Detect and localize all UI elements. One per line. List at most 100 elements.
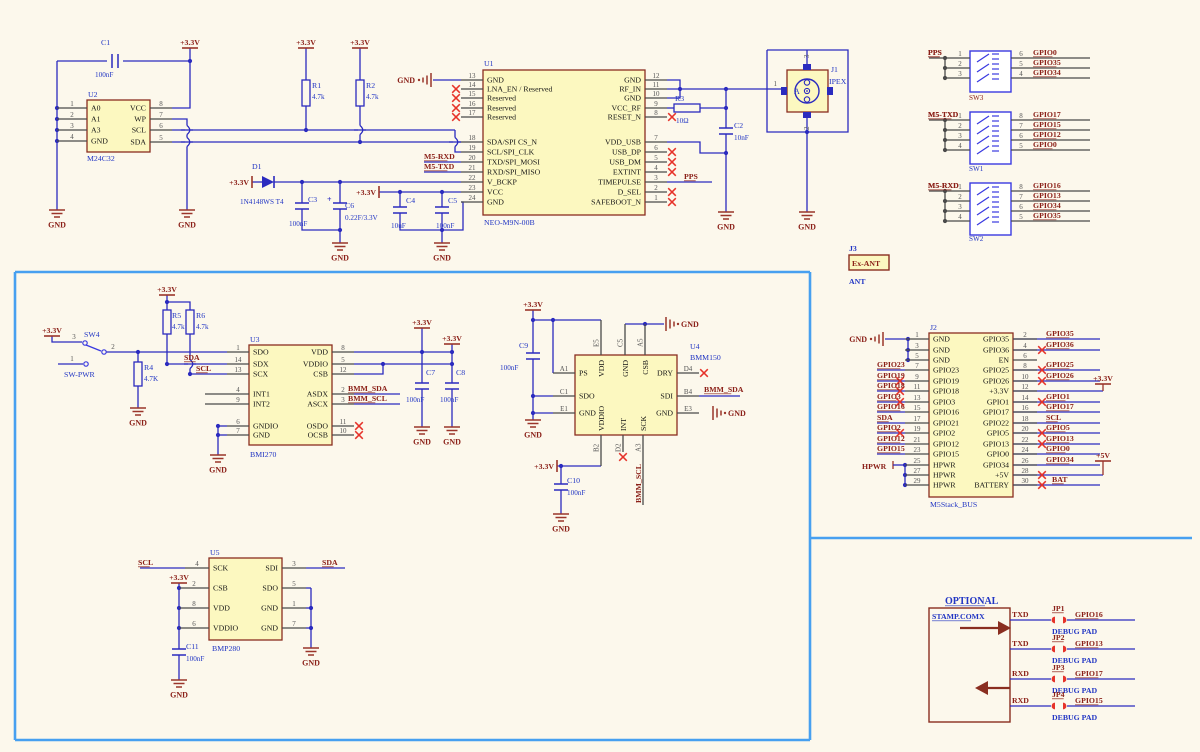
pin-name-CSB: CSB xyxy=(313,370,328,379)
pin-name-USB_DP: USB_DP xyxy=(612,148,642,157)
switch-lever-icon xyxy=(976,135,990,145)
no-connect-x xyxy=(667,167,677,177)
power-symbol: +3.3V xyxy=(180,38,200,49)
wire xyxy=(451,112,461,122)
gnd-symbol: GND xyxy=(209,454,227,475)
net-label-TXD: TXD xyxy=(1012,639,1029,648)
pin-num: 15 xyxy=(914,404,922,412)
net-label-GPIO2: GPIO2 xyxy=(877,423,901,432)
pin-num: 1 xyxy=(292,600,296,608)
capacitor-C6: +C60.22F/3.3V xyxy=(327,195,379,222)
pin-name-SDX: SDX xyxy=(253,360,269,369)
junction-dot xyxy=(164,361,170,367)
value-R6: 4.7k xyxy=(196,323,209,331)
gnd-symbol-side: GND xyxy=(849,332,884,346)
arrow-right-icon xyxy=(998,621,1011,635)
pin-num: 2 xyxy=(111,343,115,351)
ipex-pad xyxy=(803,64,811,70)
net-label-M5-RXD: M5-RXD xyxy=(928,181,959,190)
gnd-label: GND xyxy=(433,254,451,263)
gnd-label: GND xyxy=(48,221,66,230)
hop-arc xyxy=(359,124,364,136)
net-label-GPIO0: GPIO0 xyxy=(1033,140,1057,149)
junction-dot xyxy=(804,129,810,135)
pin-name-VCC_RF: VCC_RF xyxy=(612,104,642,113)
part-U4: BMM150 xyxy=(690,353,721,362)
wire xyxy=(618,452,628,462)
pin-num: 10 xyxy=(340,427,348,435)
pin-num: 20 xyxy=(469,154,477,162)
pin-num: 7 xyxy=(236,427,240,435)
gnd-label: GND xyxy=(728,409,746,418)
net-label-BMM_SCL: BMM_SCL xyxy=(348,394,387,403)
value-R2: 4.7k xyxy=(366,93,379,101)
switch-lever-icon xyxy=(976,73,990,83)
text-OPTIONAL: OPTIONAL xyxy=(945,596,999,607)
pin-num: 10 xyxy=(1022,373,1030,381)
pin-name-HPWR: HPWR xyxy=(933,471,956,480)
chip-body-J2 xyxy=(928,332,1014,498)
ref-C5: C5 xyxy=(448,196,457,205)
pin-name-VDD_USB: VDD_USB xyxy=(605,138,641,147)
pin-num: 9 xyxy=(654,100,658,108)
pin-num: 3 xyxy=(70,122,74,130)
no-connect-x xyxy=(667,112,677,122)
debug-pad-label: DEBUG PAD xyxy=(1052,686,1097,695)
net-label-GPIO35: GPIO35 xyxy=(1033,211,1061,220)
power-label: +3.3V xyxy=(356,188,376,197)
power-symbol: +3.3V xyxy=(350,38,370,49)
net-label-GPIO23: GPIO23 xyxy=(877,360,905,369)
pin-name-GND: GND xyxy=(253,431,270,440)
gnd-dot xyxy=(723,411,727,415)
pin-num: 18 xyxy=(1022,415,1030,423)
no-connect-x xyxy=(451,112,461,122)
resistor-R2: R24.7k xyxy=(355,79,379,107)
value-C10: 100nF xyxy=(567,489,585,497)
pin-num: 13 xyxy=(469,72,477,80)
pin-num: 16 xyxy=(469,100,477,108)
junction-dot xyxy=(419,349,425,355)
net-label-M5-TXD: M5-TXD xyxy=(928,110,959,119)
part-U1: NEO-M9N-00B xyxy=(484,218,535,227)
resistor-body-R5 xyxy=(162,309,172,335)
jumper-ref-JP4: JP4 xyxy=(1052,690,1065,699)
gnd-symbol: GND xyxy=(798,211,816,232)
power-label: +3.3V xyxy=(42,326,62,335)
junction-dot xyxy=(215,423,221,429)
value-C1: 100nF xyxy=(95,71,113,79)
no-connect-x xyxy=(667,197,677,207)
gnd-symbol: GND xyxy=(433,242,451,263)
pin-num: 12 xyxy=(1022,383,1030,391)
ref-J2: J2 xyxy=(930,323,937,332)
power-label: +3.3V xyxy=(180,38,200,47)
pin-num: 21 xyxy=(914,436,922,444)
pin-num: 13 xyxy=(914,394,922,402)
net-wire xyxy=(172,48,191,109)
no-connect-x xyxy=(667,157,677,167)
pin-num: 4 xyxy=(958,213,962,221)
power-symbol: +3.3V xyxy=(412,318,432,329)
pin-name-GND: GND xyxy=(487,76,504,85)
wire xyxy=(1037,439,1047,449)
wire xyxy=(451,103,461,113)
pin-name-SDA/SPI CS_N: SDA/SPI CS_N xyxy=(487,138,537,147)
pin-num: 13 xyxy=(235,366,243,374)
pin-name-GND: GND xyxy=(579,409,596,418)
pin-name-INT: INT xyxy=(619,418,628,431)
pin-name-EN: EN xyxy=(999,356,1010,365)
wire xyxy=(354,421,364,431)
switch-contact-icon xyxy=(101,349,107,355)
net-label-BMM_SDA: BMM_SDA xyxy=(704,385,744,394)
ipex-pad xyxy=(781,87,787,95)
pin-num: E1 xyxy=(560,405,568,413)
no-connect-x xyxy=(1037,480,1047,490)
